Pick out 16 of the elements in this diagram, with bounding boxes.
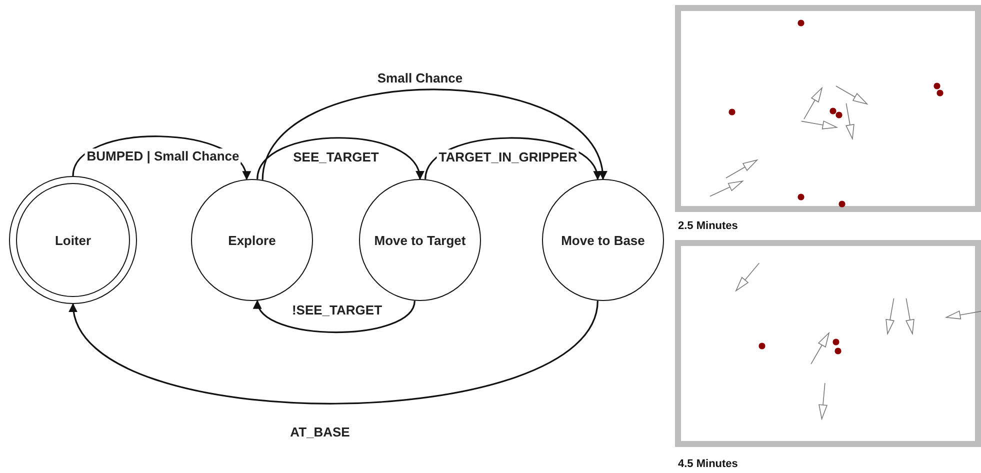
caption: 2.5 Minutes — [678, 220, 738, 232]
arrow — [256, 137, 422, 180]
arrow — [424, 137, 600, 180]
state-label: Loiter — [54, 232, 92, 248]
arrow — [262, 88, 606, 180]
edge-label: BUMPED | Small Chance — [84, 148, 242, 164]
state-label: Explore — [228, 232, 276, 248]
arrow — [71, 300, 598, 404]
edge-label: Small Chance — [375, 70, 465, 86]
arrow — [256, 300, 416, 334]
state-label: Move to Base — [561, 232, 645, 248]
caption: 4.5 Minutes — [678, 458, 738, 470]
edge-label: SEE_TARGET — [291, 150, 381, 164]
state-label: Move to Target — [374, 232, 466, 248]
edge-label: AT_BASE — [288, 424, 352, 440]
edge-label: TARGET_IN_GRIPPER — [436, 150, 580, 164]
